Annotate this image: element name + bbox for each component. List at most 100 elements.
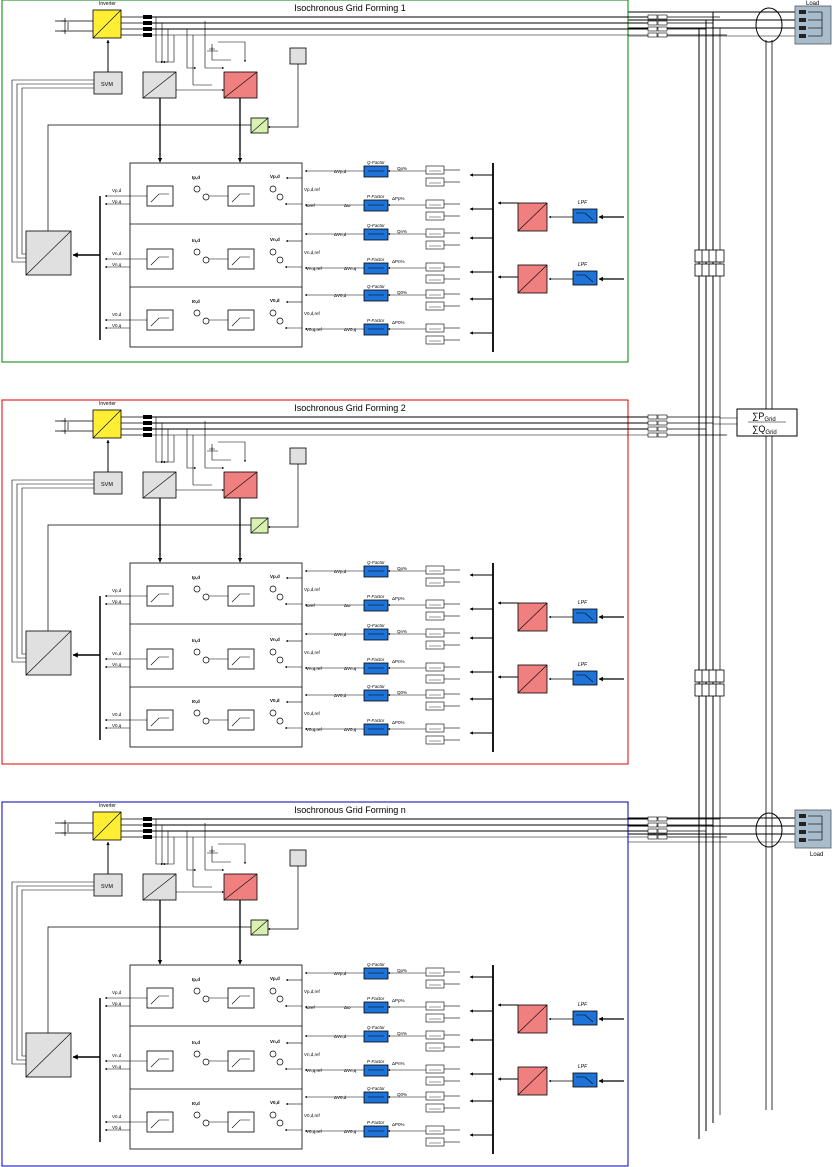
q-calculation-block-diagonal [517, 264, 548, 294]
current-ref-label: In,d [192, 1040, 200, 1045]
pi-controller-block [146, 309, 174, 331]
setpoint-block [425, 1013, 445, 1023]
current-measure-tap [161, 825, 164, 866]
ac-capacitor [207, 447, 218, 452]
output-a-label: Vp,d [112, 588, 122, 593]
lpf-label: LPF [578, 600, 588, 606]
dc-capacitor [61, 820, 69, 836]
voltage-tap [204, 421, 224, 468]
p-percent-label: ΔPn% [392, 1061, 405, 1066]
summing-junction [276, 193, 284, 201]
inverter-label: Inverter [99, 803, 116, 809]
output-a-label: Vp,d [112, 990, 122, 995]
p-factor-block [363, 199, 389, 212]
inverter-label: Inverter [99, 401, 116, 407]
current-dq-transform-diagonal [142, 71, 177, 99]
setpoint-block [425, 262, 445, 272]
p-calculation-block-diagonal [517, 602, 548, 632]
output-b-label: V0,q [112, 723, 122, 728]
pi-curve [231, 717, 250, 727]
p-calculation-block-diagonal [517, 202, 548, 232]
panel-frame [1, 801, 629, 1167]
delta-p-label: ΔV0,q [344, 327, 357, 332]
ac-capacitor [207, 47, 218, 52]
pi-curve [150, 995, 169, 1005]
summing-junction [276, 1058, 284, 1066]
lpf-curve [576, 212, 594, 221]
setpoint-block [425, 674, 445, 684]
voltage-ref-label: Vp,d [270, 574, 280, 579]
p-factor-block [363, 1064, 389, 1077]
delta-q-label: ΔVn,d [334, 1034, 347, 1039]
setpoint-block [425, 1091, 445, 1101]
grid-forming-panel-3: Isochronous Grid Forming nInverterSVMIp,… [1, 801, 727, 1167]
summing-junction [202, 995, 210, 1003]
current-ref-label: In,d [192, 638, 200, 643]
setpoint-block [425, 979, 445, 989]
output-breaker [143, 21, 152, 25]
bus-measurement-taps [694, 249, 725, 697]
output-a-label: Vn,d [112, 1053, 122, 1058]
delta-p-label: ΔV0,q [344, 1129, 357, 1134]
output-resistor-a [647, 420, 658, 426]
pi-controller-block [227, 1050, 255, 1072]
current-measure-tap [155, 417, 164, 464]
summing-junction [193, 585, 201, 593]
output-resistor-b [657, 828, 668, 834]
lpf-block-q [572, 670, 598, 686]
sum-p-symbol: ∑P [752, 411, 764, 421]
summing-junction [202, 317, 210, 325]
grid-forming-panel-1: Isochronous Grid Forming 1InverterSVMIp,… [1, 0, 727, 363]
voltage-ref-label: Vn,d [270, 237, 280, 242]
p-factor-block [363, 262, 389, 275]
input-b-label: Vn,q,ref [306, 1068, 323, 1073]
setpoint-block [425, 1137, 445, 1147]
output-a-label: Vp,d [112, 188, 122, 193]
voltage-ref-label: Vn,d [270, 1039, 280, 1044]
summing-junction [202, 193, 210, 201]
current-ref-label: I0,d [192, 299, 200, 304]
p-percent-label: ΔPp% [392, 998, 405, 1003]
lpf-label: LPF [578, 1064, 588, 1070]
lpf-block-p [572, 1010, 598, 1026]
output-resistor-a [647, 828, 658, 834]
lpf-block-q [572, 270, 598, 286]
lpf-label: LPF [578, 200, 588, 206]
setpoint-block [425, 967, 445, 977]
input-b-label: ωref [306, 203, 316, 208]
q-factor-block [363, 165, 389, 178]
q-factor-label: Q-Factor [367, 1025, 385, 1030]
input-a-label: Vp,d,ref [304, 587, 321, 592]
dc-capacitor [61, 18, 69, 34]
output-resistor-a [647, 432, 658, 438]
summing-junction [269, 709, 277, 717]
setpoint-block [425, 1076, 445, 1086]
lpf-curve [576, 1076, 594, 1085]
p-factor-label: P-Factor [367, 594, 385, 599]
output-b-label: Vp,q [112, 199, 122, 204]
voltage-tap [211, 846, 231, 863]
q-calculation-block-diagonal [517, 1066, 548, 1096]
summing-junction [202, 256, 210, 264]
current-ref-label: In,d [192, 238, 200, 243]
output-resistor-a [647, 20, 658, 26]
pi-controller-block [146, 1111, 174, 1133]
measurement-signal [267, 866, 299, 931]
output-breaker [143, 823, 152, 827]
p-percent-label: ΔP0% [392, 1122, 405, 1127]
output-resistor-a [647, 414, 658, 420]
p-factor-label: P-Factor [367, 657, 385, 662]
p-factor-label: P-Factor [367, 718, 385, 723]
delta-p-label: ΔVn,q [344, 666, 357, 671]
measure-tap [192, 435, 212, 486]
pi-curve [150, 1119, 169, 1129]
q-percent-label: Qn% [397, 229, 407, 234]
output-resistor-b [657, 420, 668, 426]
setpoint-block [425, 289, 445, 299]
lpf-label: LPF [578, 262, 588, 268]
summing-junction [269, 585, 277, 593]
output-breaker [143, 415, 152, 419]
pi-curve [150, 317, 169, 327]
current-transformer-top [755, 7, 783, 43]
output-resistor-a [647, 822, 658, 828]
